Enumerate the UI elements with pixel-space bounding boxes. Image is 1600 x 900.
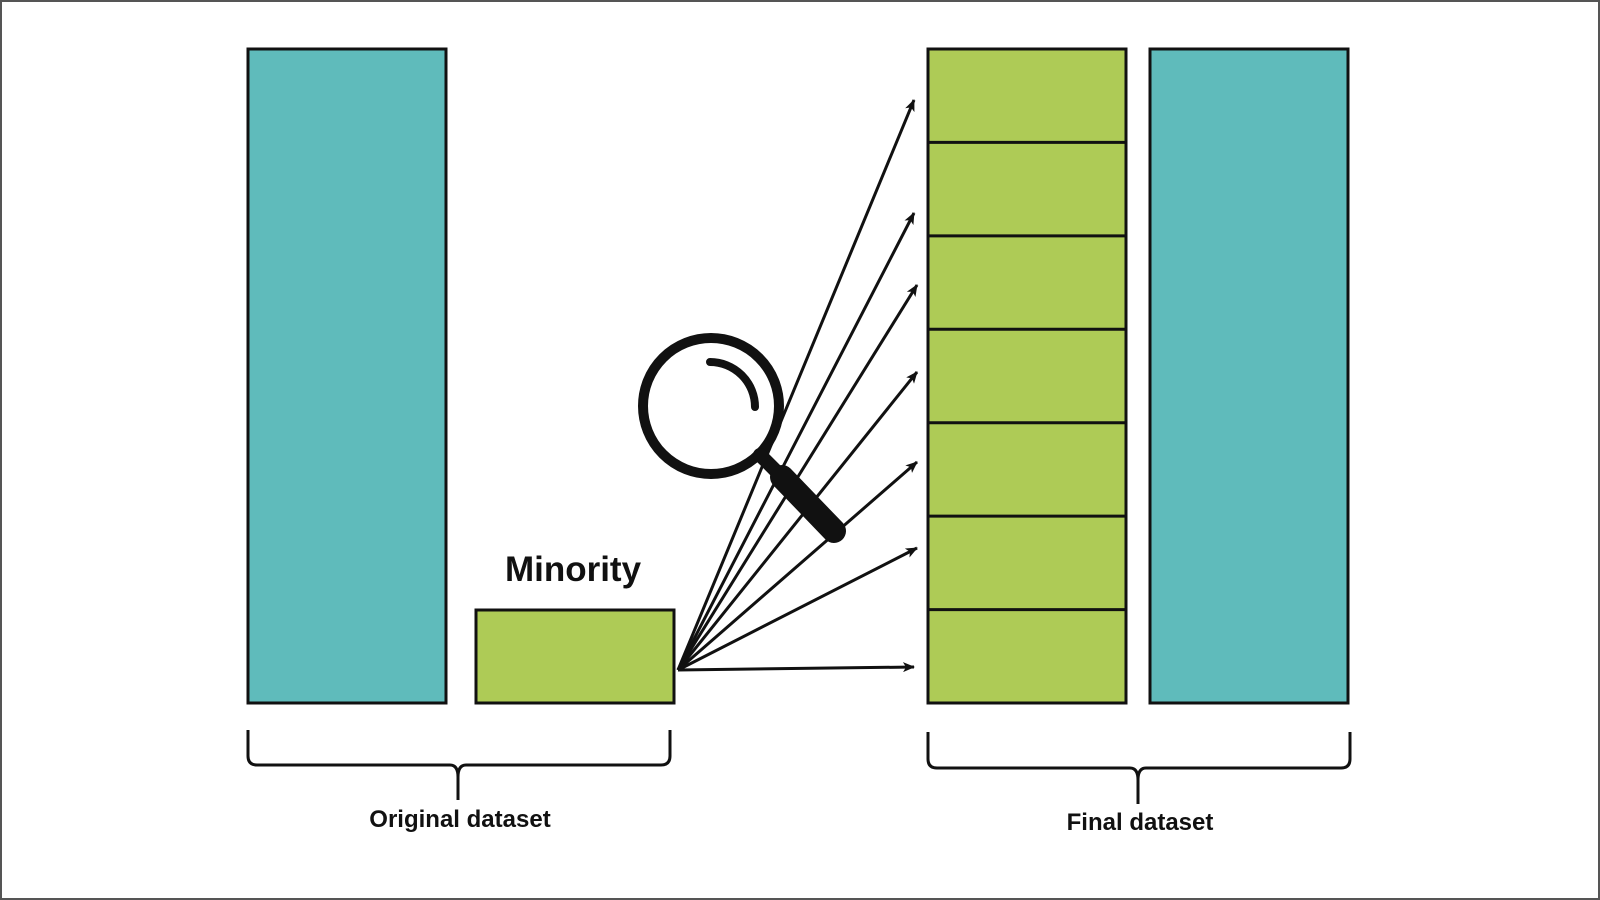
magnifying-glass-icon: [638, 333, 846, 543]
oversampling-arrow: [677, 546, 918, 672]
magnifier-handle: [770, 465, 846, 543]
original-dataset-label: Original dataset: [369, 806, 550, 833]
oversampling-arrow: [676, 212, 916, 671]
final-dataset-label: Final dataset: [1067, 809, 1214, 836]
magnifier-glare: [706, 358, 759, 411]
final-dataset-brace: [926, 732, 1352, 804]
oversampling-arrow: [677, 460, 918, 672]
oversampling-arrow: [677, 662, 915, 673]
minority-label: Minority: [505, 550, 642, 589]
original-majority-bar: [246, 47, 448, 705]
oversampling-arrow: [676, 371, 919, 671]
oversampling-arrow: [676, 99, 916, 671]
original-dataset-brace: [246, 730, 672, 800]
final-minority-bar: [926, 47, 1128, 705]
original-minority-bar: [474, 608, 676, 705]
final-minority-stack: [926, 47, 1128, 705]
final-majority-bar: [1148, 47, 1350, 705]
magnifier-lens: [638, 333, 784, 479]
